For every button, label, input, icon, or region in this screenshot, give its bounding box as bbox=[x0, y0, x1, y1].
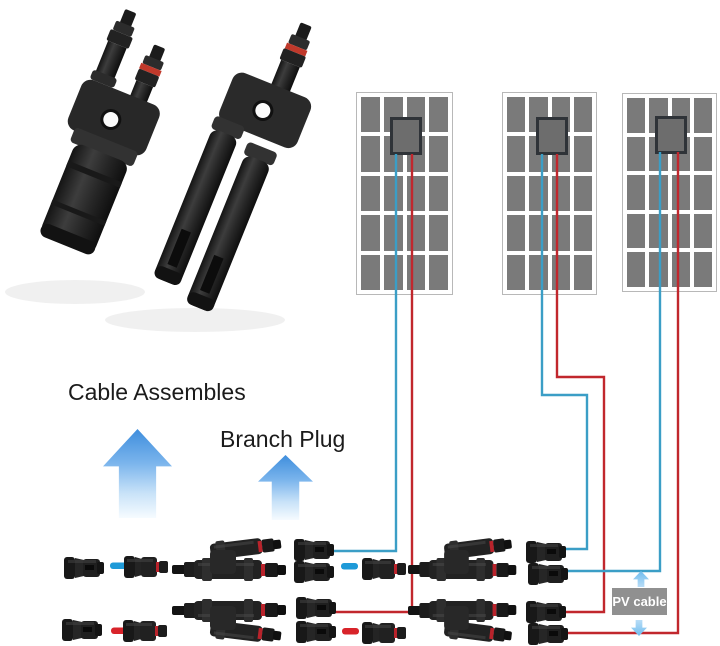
negative-cable-mark bbox=[110, 562, 127, 569]
solar-cell bbox=[507, 254, 526, 290]
mc4-cap-connector bbox=[526, 601, 566, 623]
solar-cell bbox=[361, 175, 380, 212]
solar-cell bbox=[649, 252, 668, 287]
solar-cell bbox=[627, 136, 646, 172]
connector-assembly-diagram bbox=[62, 533, 568, 646]
mc4-cap-connector bbox=[64, 557, 104, 579]
mc4-plug-connector bbox=[123, 620, 167, 642]
solar-cell bbox=[361, 215, 380, 251]
solar-cell bbox=[529, 215, 548, 251]
negative-cable-mark bbox=[341, 563, 358, 570]
product-photo bbox=[5, 9, 312, 332]
branch-connector bbox=[408, 533, 517, 581]
solar-panel-2 bbox=[502, 92, 597, 295]
solar-cell bbox=[429, 175, 448, 212]
solar-cell bbox=[671, 252, 690, 287]
solar-cell bbox=[693, 98, 712, 133]
solar-cell bbox=[406, 254, 426, 290]
branch-plug-label: Branch Plug bbox=[220, 426, 346, 452]
mc4-plug-connector bbox=[362, 558, 406, 580]
solar-cell bbox=[361, 97, 380, 133]
solar-cell bbox=[361, 136, 380, 172]
solar-cell bbox=[627, 98, 646, 133]
mc4-cap-connector bbox=[294, 561, 334, 583]
mc4-cap-connector bbox=[526, 541, 566, 563]
solar-cell bbox=[429, 136, 448, 172]
y-branch-connector-2-to-1 bbox=[40, 9, 165, 255]
solar-cell bbox=[507, 215, 526, 251]
mounting-hole bbox=[100, 109, 122, 131]
pv-cable-label: PV cable bbox=[612, 588, 667, 615]
branch-connector bbox=[408, 599, 517, 646]
junction-box-icon bbox=[655, 116, 687, 154]
up-arrow-icon bbox=[258, 455, 313, 520]
solar-cell bbox=[383, 215, 403, 251]
solar-cell bbox=[693, 213, 712, 249]
mounting-hole bbox=[252, 100, 274, 122]
solar-cell bbox=[507, 175, 526, 212]
solar-cell bbox=[507, 97, 526, 133]
branch-connector bbox=[172, 599, 286, 646]
solar-panel-1 bbox=[356, 92, 453, 295]
mc4-cap-connector bbox=[62, 619, 102, 641]
solar-cell bbox=[627, 213, 646, 249]
solar-cell bbox=[551, 175, 570, 212]
solar-cell bbox=[529, 254, 548, 290]
mc4-plug-connector bbox=[124, 556, 168, 578]
solar-cell bbox=[649, 175, 668, 210]
positive-cable-mark bbox=[342, 628, 359, 635]
mc4-cap-connector bbox=[296, 621, 336, 643]
solar-cell bbox=[671, 213, 690, 249]
cable-assembles-label: Cable Assembles bbox=[68, 379, 246, 405]
solar-cell bbox=[429, 215, 448, 251]
mc4-cap-connector bbox=[294, 539, 334, 561]
solar-cell bbox=[529, 175, 548, 212]
solar-cell bbox=[627, 175, 646, 210]
solar-cell bbox=[649, 213, 668, 249]
up-arrow-icon bbox=[103, 429, 172, 518]
solar-cell bbox=[383, 254, 403, 290]
solar-cell bbox=[383, 175, 403, 212]
mc4-plug-connector bbox=[362, 622, 406, 644]
solar-cell bbox=[507, 136, 526, 172]
solar-cell bbox=[406, 215, 426, 251]
solar-cell bbox=[551, 215, 570, 251]
shadow bbox=[105, 308, 285, 332]
solar-cell bbox=[551, 254, 570, 290]
mc4-cap-connector bbox=[528, 623, 568, 645]
solar-cell bbox=[573, 175, 592, 212]
y-branch-connector-1-to-2 bbox=[154, 22, 312, 312]
solar-cell bbox=[693, 136, 712, 172]
junction-box-icon bbox=[390, 117, 422, 155]
mc4-cap-connector bbox=[296, 597, 336, 619]
solar-panel-3 bbox=[622, 93, 717, 292]
solar-cell bbox=[406, 175, 426, 212]
mc4-cap-connector bbox=[528, 563, 568, 585]
branch-connector bbox=[172, 533, 286, 581]
solar-cell bbox=[693, 252, 712, 287]
solar-cell bbox=[573, 215, 592, 251]
solar-cell bbox=[573, 254, 592, 290]
solar-cell bbox=[429, 97, 448, 133]
solar-cell bbox=[627, 252, 646, 287]
solar-cell bbox=[693, 175, 712, 210]
solar-cell bbox=[573, 136, 592, 172]
solar-cell bbox=[671, 175, 690, 210]
junction-box-icon bbox=[536, 117, 568, 155]
solar-cell bbox=[361, 254, 380, 290]
solar-cell bbox=[429, 254, 448, 290]
shadow bbox=[5, 280, 145, 304]
solar-cell bbox=[573, 97, 592, 133]
